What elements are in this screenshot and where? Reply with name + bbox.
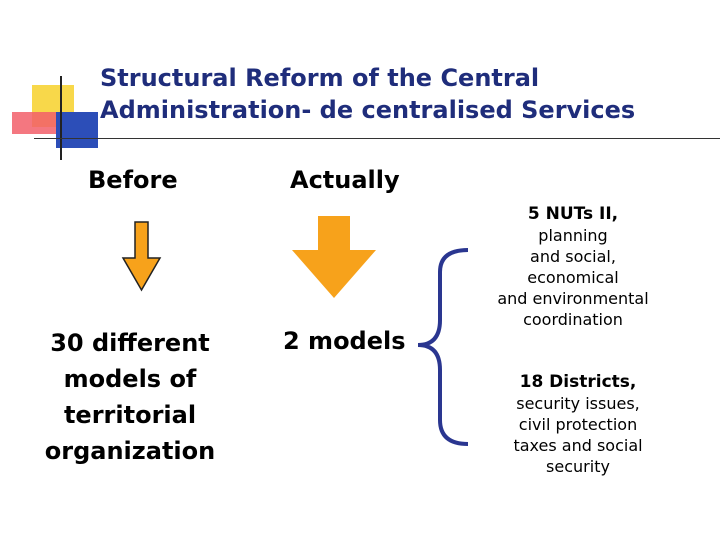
decor-red-bar (12, 112, 56, 134)
model-nuts-line-4: and environmental (497, 289, 649, 308)
before-line-1: 30 different (50, 329, 210, 357)
before-line-2: models of (63, 365, 197, 393)
title-line-1: Structural Reform of the Central (100, 64, 540, 92)
model-nuts-line-5: coordination (523, 310, 623, 329)
before-line-4: organization (44, 437, 216, 465)
model-nuts-line-2: and social, (530, 247, 616, 266)
before-down-arrow (121, 221, 162, 292)
before-heading: Before (88, 166, 178, 194)
model-districts-lead: 18 Districts, (519, 372, 637, 392)
model-nuts-line-1: planning (538, 226, 608, 245)
model-nuts: 5 NUTs II, planning and social, economic… (478, 204, 668, 330)
title-underline (34, 138, 720, 139)
model-districts-line-3: taxes and social (513, 436, 643, 455)
actually-heading: Actually (290, 166, 400, 194)
decor-blue-square (56, 112, 98, 148)
decor-vertical-line (60, 76, 62, 160)
actually-down-arrow (292, 216, 376, 298)
model-nuts-line-3: economical (527, 268, 619, 287)
model-districts-line-4: security (546, 457, 610, 476)
model-districts-line-2: civil protection (518, 415, 638, 434)
title-line-2: Administration- de centralised Services (100, 96, 636, 124)
before-description: 30 different models of territorial organ… (30, 325, 230, 469)
model-districts-line-1: security issues, (516, 394, 640, 413)
actually-label: 2 models (283, 327, 406, 355)
slide-title: Structural Reform of the Central Adminis… (100, 62, 700, 126)
model-nuts-lead: 5 NUTs II, (527, 204, 619, 224)
before-line-3: territorial (63, 401, 197, 429)
model-districts: 18 Districts, security issues, civil pro… (483, 372, 673, 477)
models-brace (417, 248, 469, 446)
